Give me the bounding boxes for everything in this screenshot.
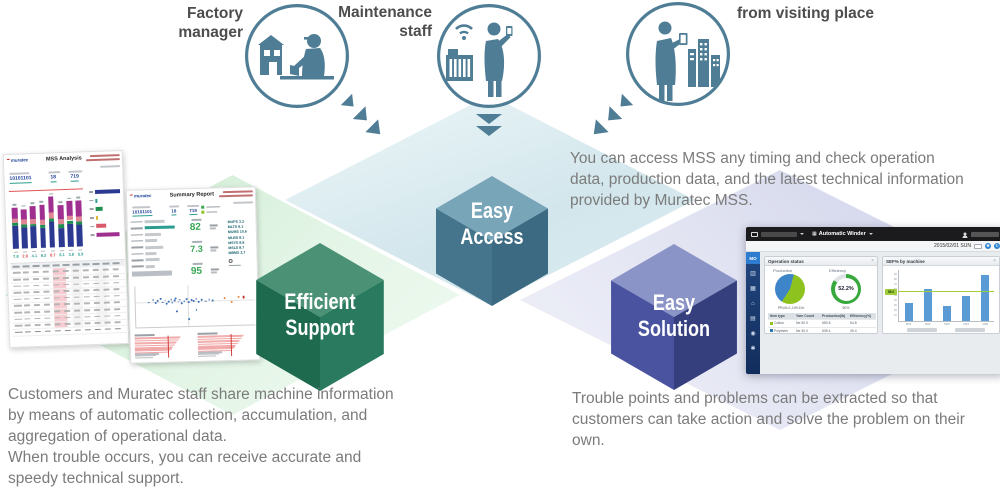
easy-access-description: You can access MSS any timing and check … xyxy=(570,150,964,209)
panel-title: Operation status xyxy=(768,258,804,264)
report-stat: 719 xyxy=(189,207,197,215)
production-label: Production xyxy=(773,268,793,273)
pareto-bar-charts xyxy=(134,331,258,360)
report-summary: muratec Summary Report 10101101 18 719 8… xyxy=(125,186,261,364)
maintenance-staff-label: Maintenance staff xyxy=(338,4,432,40)
reports-icon[interactable]: ▤ xyxy=(750,316,756,322)
report-mss-analysis: muratec MSS Analysis 10101101 18 719 7.8… xyxy=(2,149,130,349)
operation-status-panel: Operation status × Production Efficiency… xyxy=(764,256,878,334)
cube-efficient-support xyxy=(256,243,384,391)
chevron-down-icon[interactable] xyxy=(800,233,804,237)
machines-icon[interactable]: ▦ xyxy=(750,286,756,292)
app-logo: MO xyxy=(746,252,760,264)
maintenance-staff-illustration xyxy=(436,3,542,109)
report-title: Summary Report xyxy=(169,191,215,199)
flow-arrow-icon xyxy=(476,114,502,124)
scatter-plot xyxy=(134,283,256,329)
visiting-place-label: from visiting place xyxy=(737,5,874,22)
settings-icon[interactable]: ✱ xyxy=(750,346,756,352)
gauge-value: 52.2% xyxy=(834,277,858,301)
sef-by-machine-panel: SEF% by machine × 10203040506070809055.0… xyxy=(882,256,1000,334)
report-stat: 10101101 xyxy=(132,209,153,217)
report-stat: 719 xyxy=(70,173,79,182)
flow-arrow-icon xyxy=(352,106,374,127)
refresh-icon[interactable]: ↻ xyxy=(994,243,1000,249)
flow-arrow-icon xyxy=(587,119,609,141)
report-stat: 18 xyxy=(171,208,177,216)
home-icon[interactable]: ⌂ xyxy=(751,301,755,307)
flow-arrow-icon xyxy=(476,126,502,136)
monitor-icon xyxy=(751,231,758,237)
visiting-place-illustration xyxy=(625,1,731,107)
chevron-down-icon[interactable] xyxy=(868,233,873,237)
close-icon[interactable]: × xyxy=(993,258,996,264)
report-stat: 18 xyxy=(50,174,57,182)
gear-icon[interactable]: ✱ xyxy=(985,243,991,249)
gauge-caption: 50% xyxy=(842,306,850,310)
kpi-bar-list xyxy=(130,219,184,277)
muratec-logo: muratec xyxy=(130,193,152,199)
efficiency-gauge: 52.2% xyxy=(831,274,861,304)
dashboard-toolbar: 2015/02/01 SUN ✱ ↻ xyxy=(746,241,1000,252)
dashboard-sidebar: MO ▥ ▦ ⌂ ▤ ◉ ✱ xyxy=(746,252,760,374)
production-pie-chart xyxy=(775,274,805,304)
grid-icon: ▦ xyxy=(812,231,817,237)
dashboard-titlebar: ▦ Automatic Winder xyxy=(746,227,1000,241)
panel-title: SEF% by machine xyxy=(886,258,925,264)
toggle-control[interactable] xyxy=(974,243,982,249)
easy-solution-description: Trouble points and problems can be extra… xyxy=(572,390,965,449)
stacked-bar-chart xyxy=(8,188,85,253)
report-stat: 10101101 xyxy=(9,175,32,184)
pie-caption: PRLB=1,199.5 lb xyxy=(777,306,805,310)
user-icon xyxy=(962,227,968,243)
efficient-support-description: Customers and Muratec staff share machin… xyxy=(8,386,394,487)
user-name-redacted[interactable] xyxy=(971,231,999,237)
efficiency-label: Efficiency xyxy=(829,268,847,273)
users-icon[interactable]: ◉ xyxy=(750,331,756,337)
cube-easy-solution xyxy=(611,244,737,390)
dashboard-icon[interactable]: ▥ xyxy=(750,271,756,277)
report-data-table xyxy=(10,258,128,345)
factory-manager-label: Factory manager xyxy=(178,5,243,41)
machine-selector[interactable]: Automatic Winder xyxy=(818,231,866,237)
date-display[interactable]: 2015/02/01 SUN xyxy=(934,243,971,249)
dashboard-main: Operation status × Production Efficiency… xyxy=(760,252,1000,374)
mss-dashboard-window: ▦ Automatic Winder 2015/02/01 SUN ✱ ↻ MO… xyxy=(746,227,1000,374)
cube-easy-access xyxy=(436,176,548,306)
factory-manager-illustration xyxy=(244,3,350,109)
close-icon[interactable]: × xyxy=(871,258,874,264)
muratec-logo: muratec xyxy=(7,157,29,163)
flow-arrow-icon xyxy=(601,106,623,127)
flow-arrow-icon xyxy=(365,119,387,141)
factory-name-redacted[interactable] xyxy=(761,231,797,237)
horizontal-bar-chart xyxy=(89,189,123,246)
